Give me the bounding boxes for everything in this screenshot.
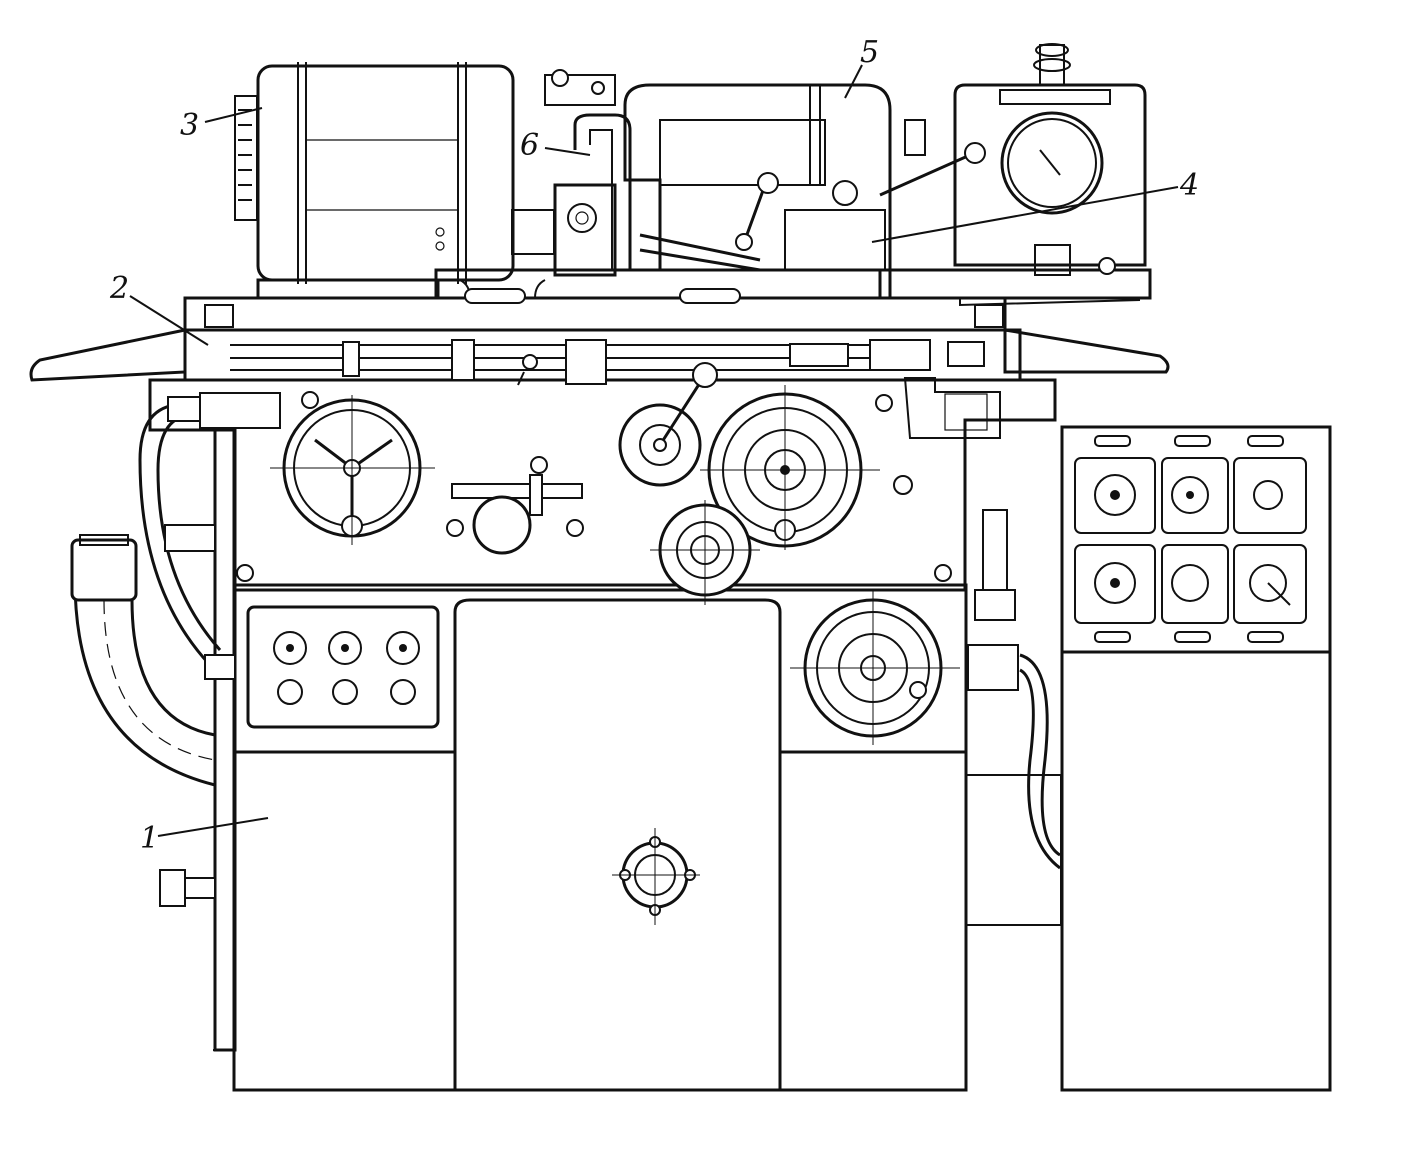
wheelhead-slide (434, 69, 926, 304)
label-6: 6 (520, 128, 539, 163)
center-lever-block (446, 456, 584, 555)
small-handwheel (618, 362, 718, 487)
table-traverse-handwheel (270, 395, 435, 545)
grinding-head-motor (234, 62, 555, 300)
leader-lines (129, 64, 1179, 837)
label-1: 1 (140, 821, 159, 856)
label-4: 4 (1179, 168, 1199, 203)
label-2: 2 (109, 271, 129, 306)
infeed-handwheel (700, 385, 880, 550)
door-lock (612, 828, 700, 925)
screws (236, 391, 952, 582)
label-3: 3 (180, 108, 199, 143)
electrical-cabinet (1060, 425, 1332, 1092)
left-button-panel (246, 605, 440, 729)
coolant-hose-left (70, 392, 281, 787)
machine-bed (148, 378, 1062, 1092)
left-fittings (159, 524, 216, 907)
feed-dial (650, 500, 760, 605)
coolant-hose-right (967, 509, 1061, 870)
tailstock-gauge (878, 43, 1152, 307)
table-assembly (29, 296, 1170, 439)
lower-dial (790, 590, 960, 745)
label-5: 5 (860, 35, 879, 70)
